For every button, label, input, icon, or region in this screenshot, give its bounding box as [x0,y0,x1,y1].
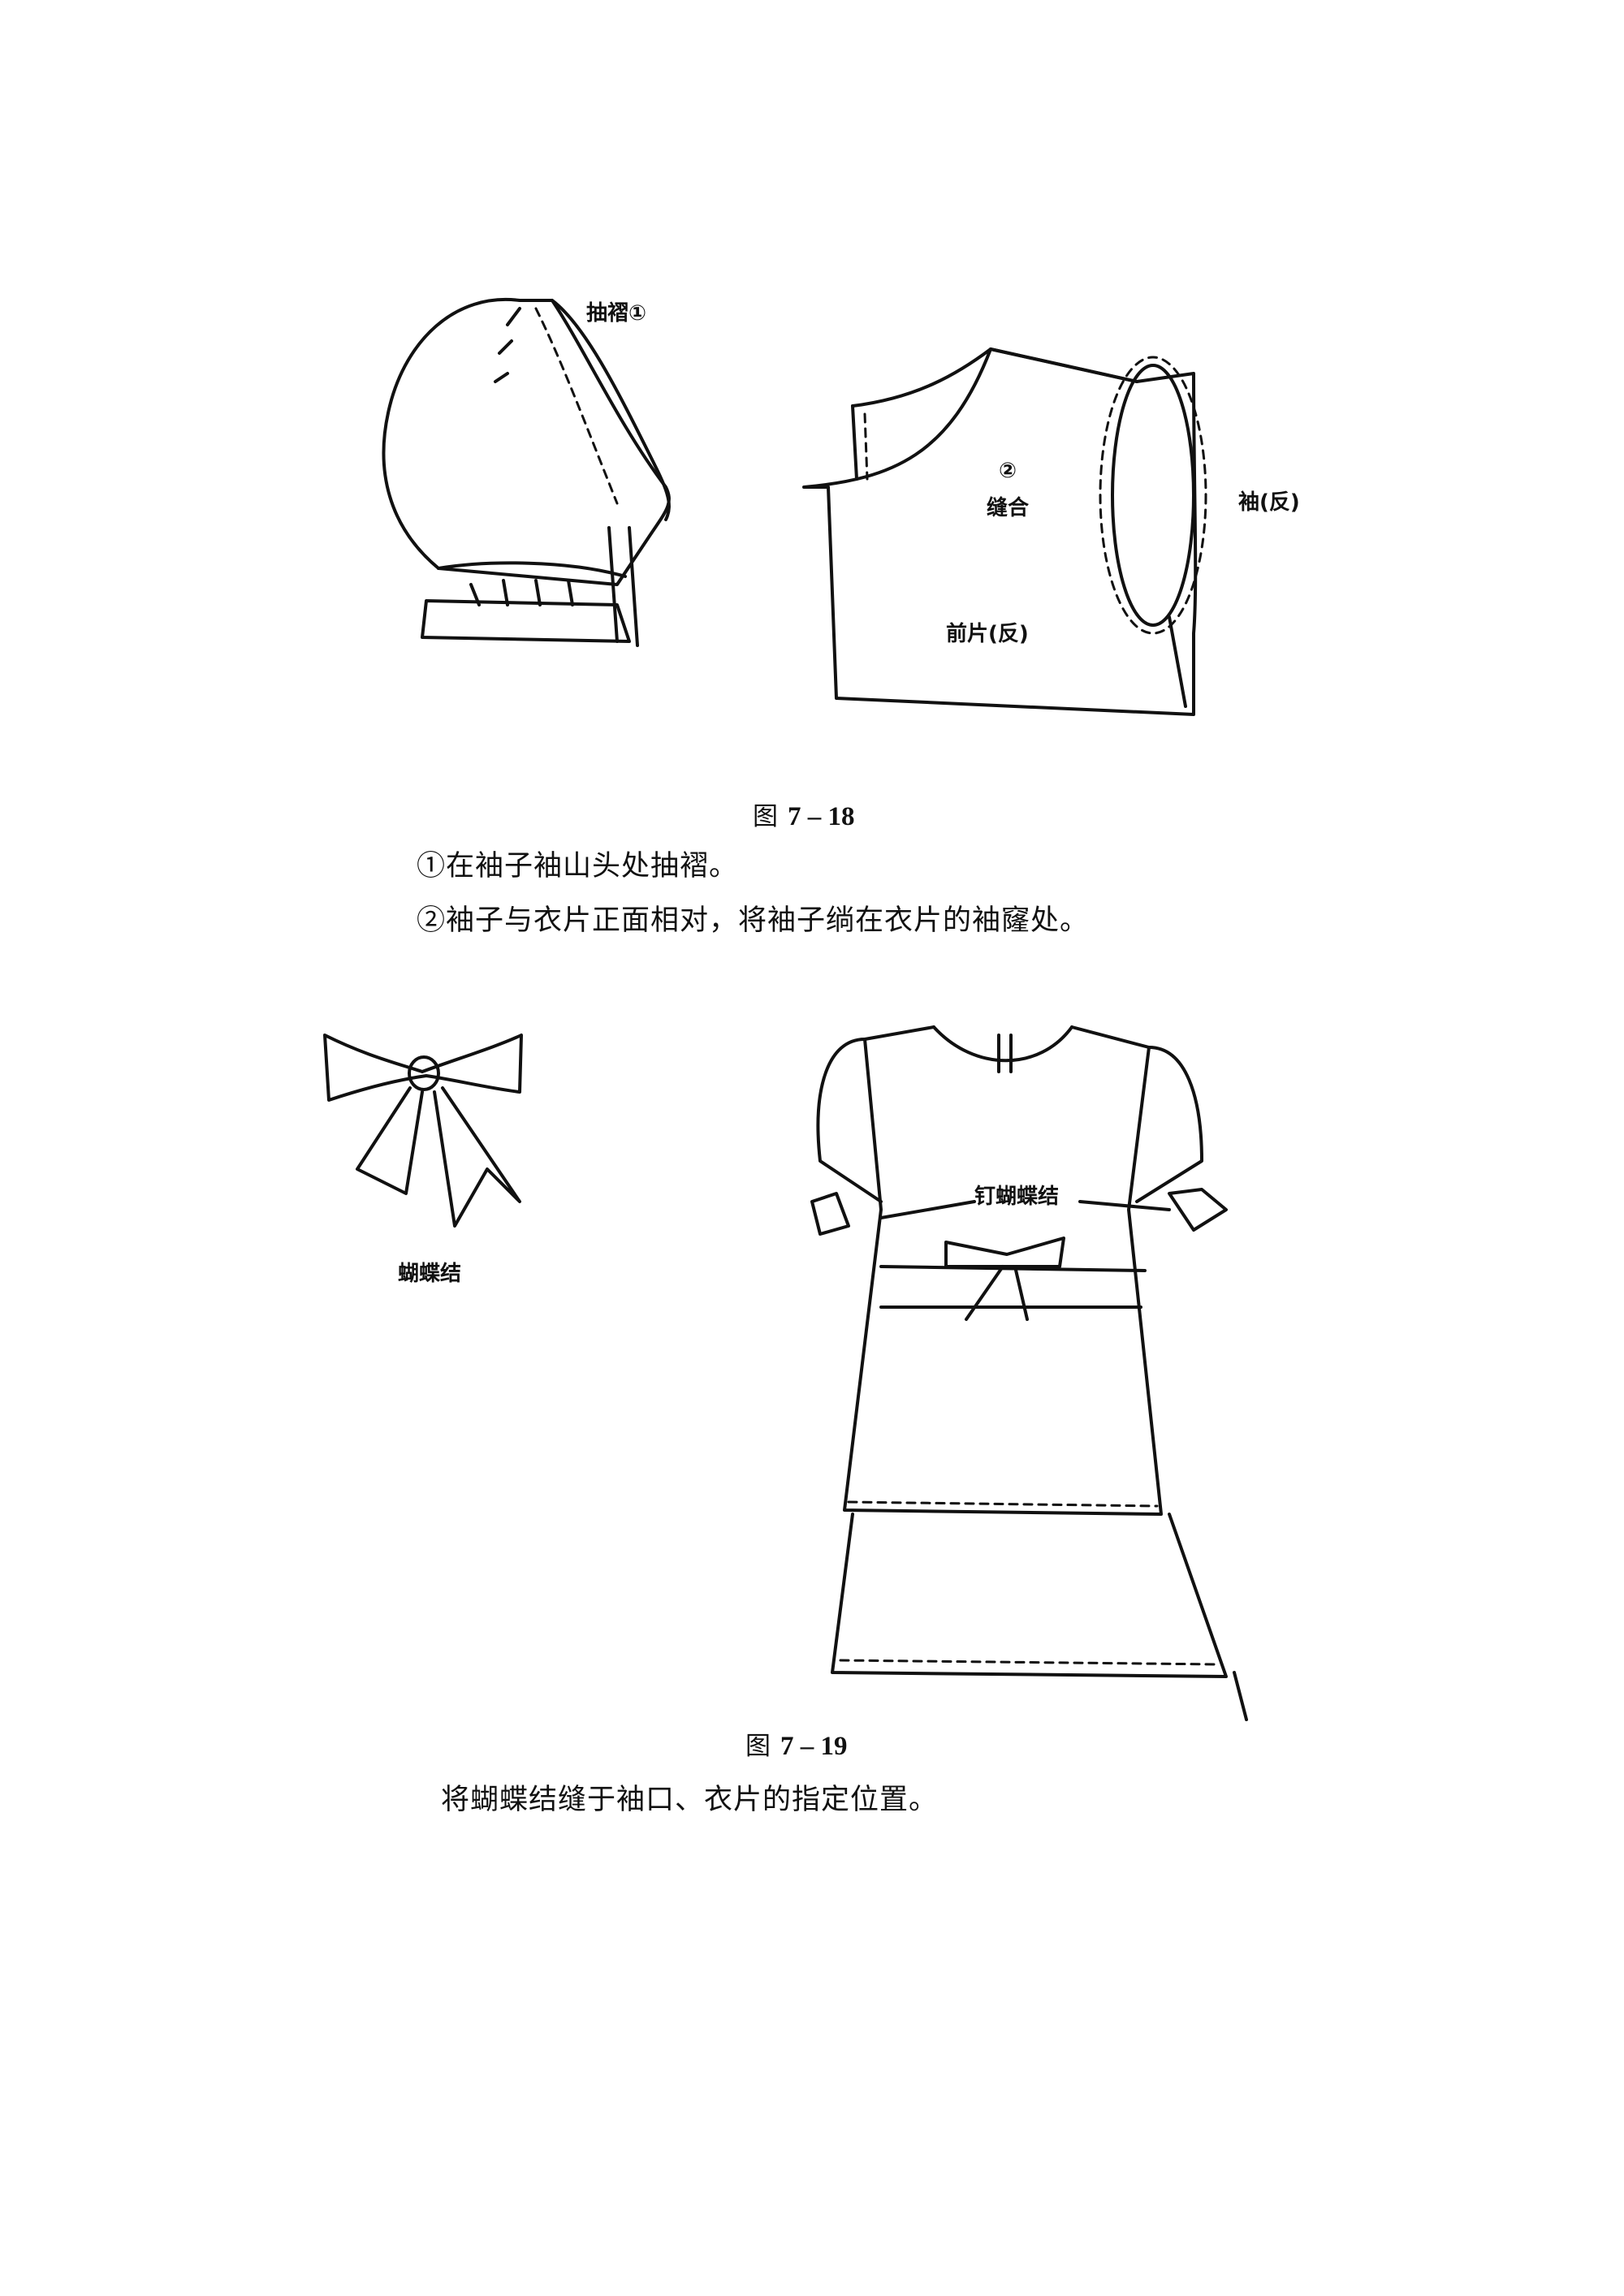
gathered-sleeve-drawing [382,297,671,647]
label-sleeve-reverse: 袖(反) [1238,490,1300,515]
bow-drawing [323,1034,523,1228]
label-attach-bow: 钉蝴蝶结 [974,1185,1060,1209]
label-step2-marker: ② [999,459,1017,483]
label-sew: 缝合 [987,496,1030,520]
caption-prefix: 图 [745,1732,771,1761]
bodice-drawing [802,347,1207,716]
figure-caption-7-18: 图 7 – 18 [753,796,855,832]
label-gather: 抽褶① [586,301,647,326]
dress-drawing [810,1025,1248,1721]
caption-number: 7 – 18 [788,802,855,831]
figure-caption-7-19: 图 7 – 19 [745,1725,848,1762]
caption-prefix: 图 [753,802,778,831]
label-front-reverse: 前片(反) [946,622,1029,646]
caption-number: 7 – 19 [780,1732,848,1761]
step-text: 将蝴蝶结缝于袖口、衣片的指定位置。 [441,1784,939,1816]
step-text: ①在袖子袖山头处抽褶。 [417,850,739,883]
step-text: ②袖子与衣片正面相对，将袖子绱在衣片的袖窿处。 [417,904,1090,937]
label-bow: 蝴蝶结 [398,1262,462,1286]
